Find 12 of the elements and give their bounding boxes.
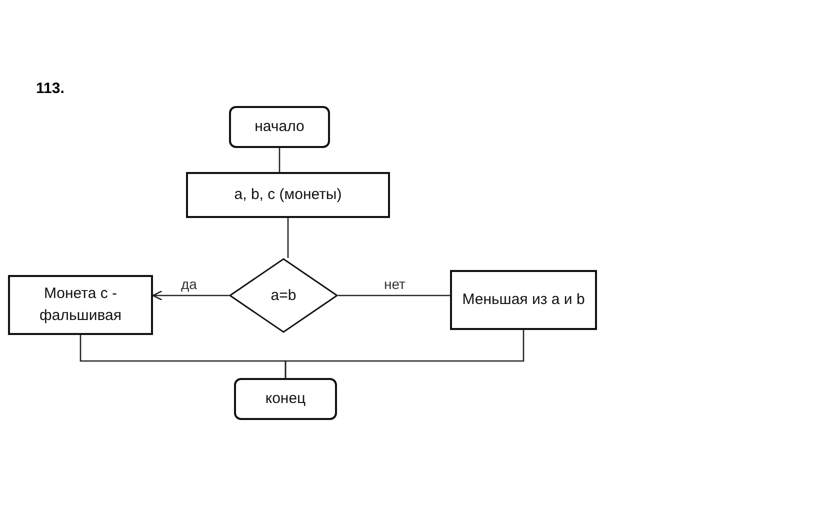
process-box: Меньшая из a и b [450,270,597,330]
connector [278,148,280,172]
terminal-box: конец [234,378,337,420]
connector [152,290,229,301]
terminal-box: начало [229,106,330,148]
decision-diamond: a=b [229,258,338,333]
connector [284,330,524,378]
problem-number: 113. [36,80,64,97]
process-box: a, b, c (монеты) [186,172,390,218]
connector [287,218,289,258]
process-box: Монета c - фальшивая [8,275,153,335]
connector [338,294,450,296]
